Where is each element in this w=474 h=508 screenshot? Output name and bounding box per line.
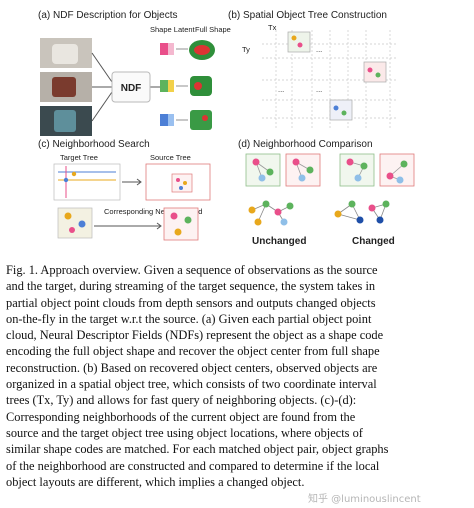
shape-latent-label: Shape Latent	[150, 25, 196, 34]
caption-line: source and the target object tree using …	[6, 425, 363, 440]
caption-line: reconstruction. (b) Based on recovered o…	[6, 360, 378, 375]
ndf-box	[111, 71, 151, 103]
unchanged-graph	[248, 200, 294, 226]
full-shape-label: Full Shape	[195, 25, 231, 34]
svg-text:...: ...	[278, 85, 284, 94]
object-photo-3	[40, 106, 92, 136]
caption-line: encoding the full object shape and recov…	[6, 344, 380, 359]
target-tree-label: Target Tree	[60, 153, 98, 162]
caption-line: on-the-fly in the target w.r.t the sourc…	[6, 311, 372, 326]
panel-a-title: (a) NDF Description for Objects	[38, 10, 177, 21]
target-tree-diagram	[53, 163, 121, 201]
ty-label: Ty	[242, 45, 250, 54]
caption-line: trees (Tx, Ty) and allows for fast query…	[6, 393, 357, 408]
watermark: 知乎 @luminouslincent	[308, 494, 421, 505]
caption-line: partial object point clouds from depth s…	[6, 295, 376, 310]
source-tree-diagram	[145, 163, 211, 201]
corresponding-label: Corresponding Neighborhood	[104, 207, 202, 216]
panel-b-title: (b) Spatial Object Tree Construction	[228, 10, 387, 21]
comparison-box-4	[379, 153, 415, 187]
object-photo-2	[40, 72, 92, 102]
corresponding-neighborhood-right	[163, 207, 199, 241]
full-shape-3	[190, 110, 212, 130]
changed-label: Changed	[352, 236, 395, 247]
tree-node-box-1	[287, 31, 311, 53]
ndf-label: NDF	[121, 83, 142, 94]
caption-line: similar shape codes are matched. For eac…	[6, 442, 389, 457]
figure-caption: Fig. 1. Approach overview. Given a seque…	[6, 262, 468, 490]
caption-line: organized in a spatial object tree, whic…	[6, 377, 377, 392]
shape-latent-codes	[160, 43, 174, 126]
comparison-box-3	[339, 153, 375, 187]
corresponding-neighborhood-left	[57, 207, 93, 239]
caption-line: and the target, during streaming of the …	[6, 279, 376, 294]
unchanged-label: Unchanged	[252, 236, 306, 247]
tree-node-box-3	[329, 99, 353, 121]
svg-text:...: ...	[316, 45, 322, 54]
caption-line: Fig. 1. Approach overview. Given a seque…	[6, 263, 378, 277]
object-photo-1	[40, 38, 92, 68]
changed-graph	[334, 200, 390, 224]
svg-text:...: ...	[316, 85, 322, 94]
tree-node-box-2	[363, 61, 387, 83]
full-shape-1	[189, 40, 215, 60]
caption-line: of the neighborhood are constructed and …	[6, 458, 380, 473]
full-shape-2	[190, 76, 212, 96]
comparison-box-2	[285, 153, 321, 187]
source-tree-label: Source Tree	[150, 153, 191, 162]
panel-d-title: (d) Neighborhood Comparison	[238, 139, 373, 150]
comparison-box-1	[245, 153, 281, 187]
caption-line: Corresponding neighborhoods of the curre…	[6, 409, 356, 424]
tx-label: Tx	[268, 23, 277, 32]
caption-line: cloud, Neural Descriptor Fields (NDFs) r…	[6, 328, 384, 343]
approach-overview-figure: (a) NDF Description for Objects Shape La…	[38, 10, 415, 247]
panel-c-title: (c) Neighborhood Search	[38, 139, 150, 150]
caption-line: object layouts are different, which impl…	[6, 474, 305, 489]
